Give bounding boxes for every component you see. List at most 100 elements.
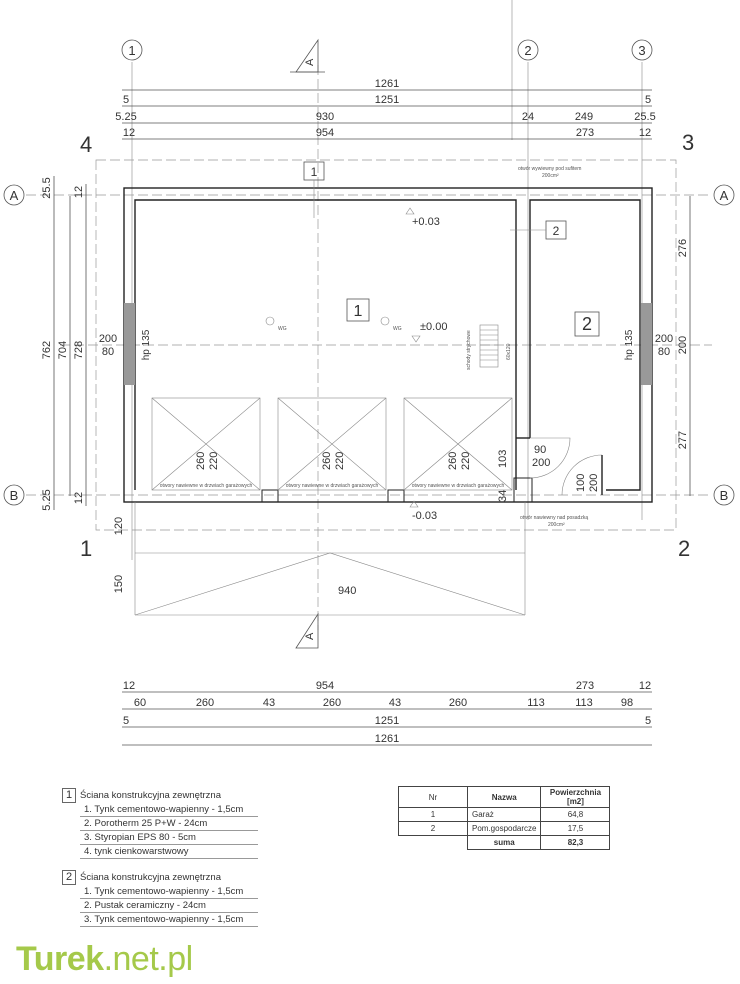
axis-b-right: B — [720, 488, 729, 503]
garage_doors-1-h: 220 — [334, 452, 346, 470]
axis-2: 2 — [524, 43, 531, 58]
top_dims-r2-2: 5 — [645, 94, 651, 106]
area_table-headers-0: Nr — [398, 786, 468, 808]
windows-sill_left: hp 135 — [141, 329, 152, 360]
legend2-num: 2 — [62, 870, 76, 885]
garage_doors-0-w: 260 — [195, 452, 207, 470]
bottom_dims-r2-3: 260 — [323, 697, 341, 709]
doors-jamb: 103 — [497, 450, 509, 468]
notes-door_vents: otwory nawiewne w drzwiach garażowych — [286, 483, 379, 489]
left_dims-total: 762 — [41, 341, 53, 359]
wall-tag-2: 2 — [510, 220, 567, 240]
axis-a-right: A — [720, 188, 729, 203]
building-walls — [123, 187, 653, 503]
left_dims-bot2: 12 — [73, 492, 85, 504]
level-mid: ±0.00 — [420, 321, 447, 333]
wall-legend-2: 2 Ściana konstrukcyjna zewnętrzna 1. Tynk… — [62, 870, 258, 927]
notes-door_vents: otwory nawiewne w drzwiach garażowych — [160, 483, 253, 489]
top_dims-r3-3: 249 — [575, 111, 593, 123]
left_dims-ext: 120 — [113, 517, 125, 535]
right-dimensions: 276 200 277 200 80 — [655, 196, 691, 496]
axis-a-left: A — [10, 188, 19, 203]
top-dimensions: 1261 5 1251 5 5.25 930 24 249 25.5 12 95… — [115, 78, 656, 140]
right_dims-win_w: 200 — [677, 336, 689, 354]
logo-bold: Turek — [16, 940, 104, 978]
bottom_dims-r3-2: 5 — [645, 715, 651, 727]
levels-wg1: WG — [278, 326, 287, 332]
corner-2: 2 — [678, 536, 690, 561]
legend2-items-0: 1. Tynk cementowo-wapienny - 1,5cm — [80, 885, 258, 899]
axis-lines — [26, 0, 712, 630]
area_table-rows-0-2: 64,8 — [540, 807, 611, 822]
bottom_dims-r1-1: 954 — [316, 680, 334, 692]
windows-left_h: 80 — [102, 346, 114, 358]
legend1-title: Ściana konstrukcyjna zewnętrzna — [80, 790, 221, 801]
logo-rest: .net.pl — [103, 940, 194, 978]
garage_doors-0-h: 220 — [208, 452, 220, 470]
area_table-rows-1-0: 2 — [398, 821, 468, 836]
axes-section: A — [304, 632, 316, 640]
left-dimensions: 762 704 728 25.5 12 5.25 12 120 150 — [41, 176, 125, 593]
top_dims-r2-1: 1251 — [375, 94, 399, 106]
garage-doors: 260 220 260 220 260 220 otwory nawiewne … — [151, 397, 513, 491]
doors-outer_w: 100 — [575, 474, 587, 492]
bottom_dims-r1-0: 12 — [123, 680, 135, 692]
top_dims-r4-1: 954 — [316, 127, 334, 139]
right_dims-bottom: 277 — [677, 431, 689, 449]
legend1-items-1: 2. Porotherm 25 P+W - 24cm — [80, 817, 258, 831]
level-bottom: -0.03 — [412, 510, 437, 522]
top_dims-r4-2: 273 — [576, 127, 594, 139]
corner-3: 3 — [682, 130, 694, 155]
room-2-label: 2 — [574, 311, 600, 337]
top_dims-r3-2: 24 — [522, 111, 534, 123]
notes-stairs: schody strychowe — [466, 330, 472, 370]
levels-wg2: WG — [393, 326, 402, 332]
rooms-wall_tag2: 2 — [553, 224, 560, 238]
left_dims-mid: 728 — [73, 341, 85, 359]
axis-b-left: B — [10, 488, 19, 503]
windows-left_w: 200 — [99, 333, 117, 345]
legend1-items-3: 4. tynk cienkowarstwowy — [80, 845, 258, 859]
room-1-label: 1 — [346, 298, 370, 322]
legend1-num: 1 — [62, 788, 76, 803]
bottom_dims-r3-0: 5 — [123, 715, 129, 727]
bottom_dims-r2-4: 43 — [389, 697, 401, 709]
top_dims-r3-4: 25.5 — [634, 111, 655, 123]
area_table-sum_value: 82,3 — [540, 835, 611, 850]
bottom_dims-r2-0: 60 — [134, 697, 146, 709]
notes-stairs_dim: 60x120 — [506, 343, 512, 360]
legend1-items-0: 1. Tynk cementowo-wapienny - 1,5cm — [80, 803, 258, 817]
bottom_dims-r3-1: 1251 — [375, 715, 399, 727]
top_dims-r2-0: 5 — [123, 94, 129, 106]
bottom_dims-r2-6: 113 — [527, 697, 545, 709]
area_table-rows-1-2: 17,5 — [540, 821, 611, 836]
window-left — [124, 303, 135, 385]
left_dims-top1: 25.5 — [41, 177, 53, 198]
area_table-headers-1: Nazwa — [466, 786, 542, 808]
bottom_dims-r1-2: 273 — [576, 680, 594, 692]
doors-inner_w: 90 — [534, 444, 546, 456]
area_table-headers-2: Powierzchnia [m2] — [540, 786, 611, 808]
bottom_dims-r1-3: 12 — [639, 680, 651, 692]
left_dims-bot1: 5.25 — [41, 489, 53, 510]
legend2-title: Ściana konstrukcyjna zewnętrzna — [80, 872, 221, 883]
rooms-r1: 1 — [354, 303, 363, 320]
doors-outer_h: 200 — [588, 474, 600, 492]
garage_doors-1-w: 260 — [321, 452, 333, 470]
window-right — [641, 303, 652, 385]
bottom_dims-r2-8: 98 — [621, 697, 633, 709]
axes-section: A — [304, 58, 316, 66]
top_dims-r3-1: 930 — [316, 111, 334, 123]
vent-top-note: otwór wywiewny pod sufitem — [518, 166, 581, 172]
notes-door_vents: otwory nawiewne w drzwiach garażowych — [412, 483, 505, 489]
left_dims-drive: 150 — [113, 575, 125, 593]
area_table-rows-0-0: 1 — [398, 807, 468, 822]
legend1-items-2: 3. Styropian EPS 80 - 5cm — [80, 831, 258, 845]
top_dims-r3-0: 5.25 — [115, 111, 136, 123]
doors-inner_h: 200 — [532, 457, 550, 469]
